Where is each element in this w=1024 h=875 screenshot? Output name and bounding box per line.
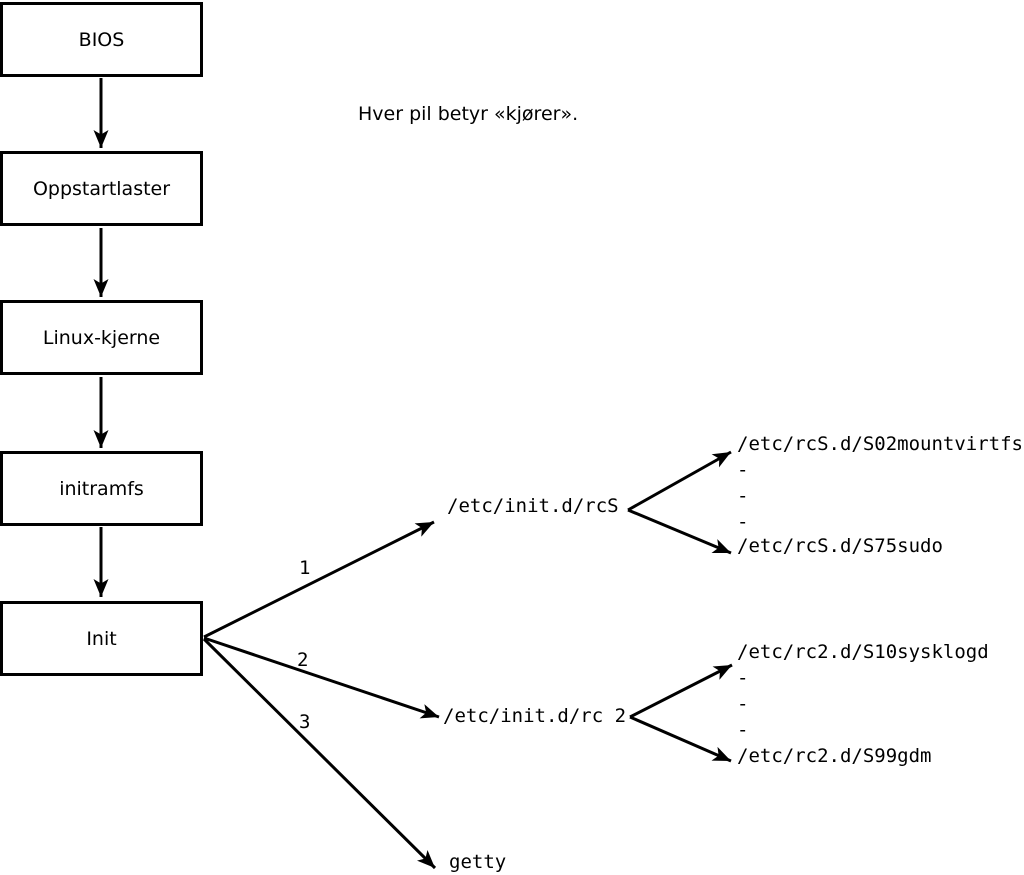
box-label-bios: BIOS — [78, 28, 125, 51]
arrow-init-to-getty — [202, 637, 437, 870]
branch-number-2: 2 — [297, 649, 309, 671]
branch-number-1: 1 — [299, 557, 311, 579]
arrow-rc2-to-s99gdm — [629, 715, 732, 763]
box-label-initramfs: initramfs — [59, 477, 144, 500]
arrow-init-to-rcs — [203, 520, 435, 639]
flowchart-box-linux-kjerne: Linux-kjerne — [0, 300, 203, 375]
diagram-caption: Hver pil betyr «kjører». — [358, 103, 579, 125]
rc2-child-dash-1: - — [737, 667, 749, 689]
branch-number-3: 3 — [299, 711, 311, 733]
rc2-child-s10sysklogd: /etc/rc2.d/S10sysklogd — [737, 641, 989, 663]
arrow-init-to-rc2 — [203, 636, 440, 719]
flowchart-box-init: Init — [0, 601, 203, 676]
rcs-child-dash-1: - — [737, 459, 749, 481]
rcs-child-dash-2: - — [737, 485, 749, 507]
arrow-rc2-to-s10sysklogd — [629, 663, 733, 719]
node-etc-init-d-rc2: /etc/init.d/rc 2 — [443, 705, 627, 727]
node-getty: getty — [449, 851, 507, 873]
flowchart-box-oppstartlaster: Oppstartlaster — [0, 151, 203, 226]
rcs-child-dash-3: - — [737, 511, 749, 533]
box-label-oppstartlaster: Oppstartlaster — [32, 177, 171, 200]
rc2-child-s99gdm: /etc/rc2.d/S99gdm — [737, 745, 932, 767]
arrow-rcs-to-s02mountvirtfs — [627, 450, 732, 512]
box-label-init: Init — [86, 627, 117, 650]
box-label-linux-kjerne: Linux-kjerne — [42, 326, 161, 349]
rcs-child-s75sudo: /etc/rcS.d/S75sudo — [737, 535, 943, 557]
node-etc-init-d-rcs: /etc/init.d/rcS — [447, 495, 619, 517]
flowchart-box-bios: BIOS — [0, 2, 203, 77]
arrow-rcs-to-s75sudo — [627, 508, 732, 555]
rc2-child-dash-2: - — [737, 693, 749, 715]
flowchart-box-initramfs: initramfs — [0, 451, 203, 526]
rc2-child-dash-3: - — [737, 719, 749, 741]
rcs-child-s02mountvirtfs: /etc/rcS.d/S02mountvirtfs — [737, 433, 1023, 455]
